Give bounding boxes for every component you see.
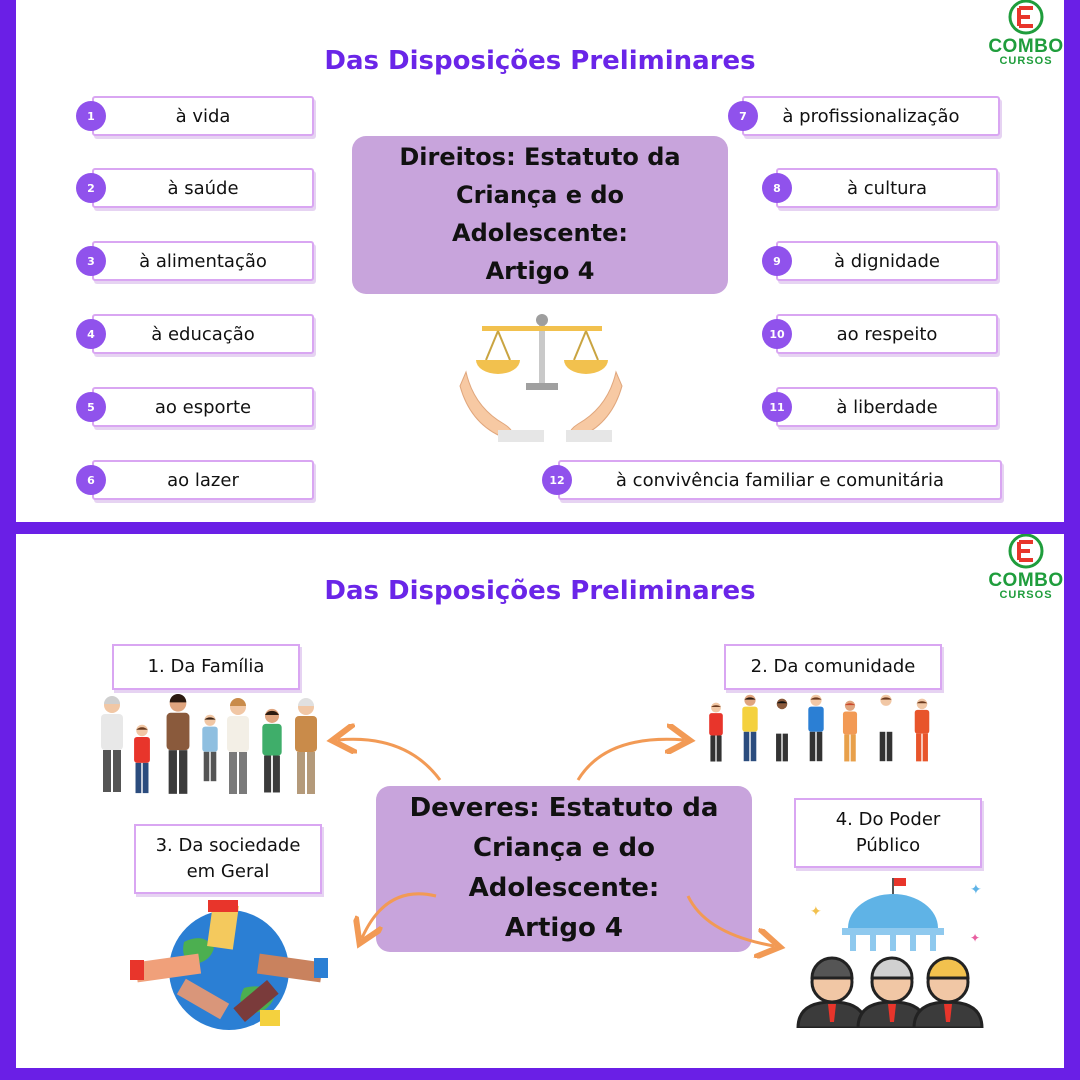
logo-e-icon bbox=[1008, 534, 1044, 569]
title-line: Artigo 4 bbox=[485, 257, 595, 285]
duty-label: Público bbox=[855, 835, 921, 856]
svg-text:✦: ✦ bbox=[810, 904, 822, 920]
right-label: à cultura bbox=[847, 177, 927, 199]
right-item-5: ao esporte bbox=[92, 387, 314, 427]
community-people-icon bbox=[709, 694, 930, 762]
right-label: ao esporte bbox=[154, 396, 252, 418]
right-label: ao lazer bbox=[167, 469, 239, 491]
right-number-badge: 6 bbox=[76, 465, 106, 495]
right-number-badge: 1 bbox=[76, 101, 106, 131]
right-label: à convivência familiar e comunitária bbox=[615, 469, 945, 491]
right-item-4: à educação bbox=[92, 314, 314, 354]
rights-panel: Das Disposições Preliminares COMBO CURSO… bbox=[16, 0, 1064, 522]
duty-family: 1. Da Família bbox=[112, 644, 300, 690]
duty-society: 3. Da sociedade em Geral bbox=[134, 824, 322, 894]
right-label: à vida bbox=[175, 105, 231, 127]
right-label: à educação bbox=[151, 323, 255, 345]
brand-name: COMBO bbox=[988, 570, 1064, 591]
right-number-badge: 7 bbox=[728, 101, 758, 131]
title-line: Adolescente: bbox=[468, 873, 660, 903]
right-number-badge: 5 bbox=[76, 392, 106, 422]
duty-label: 2. Da comunidade bbox=[750, 656, 916, 677]
duties-center-title: Deveres: Estatuto da Criança e do Adoles… bbox=[376, 786, 752, 952]
right-label: à liberdade bbox=[836, 396, 938, 418]
duty-label: em Geral bbox=[186, 861, 270, 882]
right-label: à dignidade bbox=[834, 250, 940, 272]
title-line: Adolescente: bbox=[452, 219, 628, 247]
arrows-layer bbox=[16, 534, 1064, 1068]
right-number-badge: 4 bbox=[76, 319, 106, 349]
right-number-badge: 8 bbox=[762, 173, 792, 203]
right-item-10: ao respeito bbox=[776, 314, 998, 354]
scales-in-hands-icon bbox=[459, 314, 623, 442]
title-line: Artigo 4 bbox=[505, 913, 623, 943]
right-item-1: à vida bbox=[92, 96, 314, 136]
family-group-icon bbox=[101, 694, 317, 794]
page-title: Das Disposições Preliminares bbox=[324, 46, 756, 76]
title-line: Direitos: Estatuto da bbox=[399, 143, 681, 171]
right-item-8: à cultura bbox=[776, 168, 998, 208]
government-building-icon: ✦ ✦ ✦ bbox=[796, 878, 984, 1028]
right-number-badge: 2 bbox=[76, 173, 106, 203]
right-label: à alimentação bbox=[139, 250, 267, 272]
brand-logo-bottom: COMBO CURSOS bbox=[976, 534, 1076, 618]
right-item-12: à convivência familiar e comunitária bbox=[558, 460, 1002, 500]
duty-label: 1. Da Família bbox=[147, 656, 265, 677]
brand-logo: COMBO CURSOS bbox=[976, 0, 1076, 84]
right-item-3: à alimentação bbox=[92, 241, 314, 281]
brand-sub: CURSOS bbox=[999, 589, 1053, 601]
duty-label: 3. Da sociedade bbox=[155, 835, 301, 856]
svg-text:✦: ✦ bbox=[970, 882, 982, 898]
right-number-badge: 10 bbox=[762, 319, 792, 349]
duty-public-power: 4. Do Poder Público bbox=[794, 798, 982, 868]
right-label: ao respeito bbox=[836, 323, 938, 345]
rights-center-title: Direitos: Estatuto da Criança e do Adole… bbox=[352, 136, 728, 294]
right-number-badge: 9 bbox=[762, 246, 792, 276]
duties-panel: Das Disposições Preliminares COMBO CURSO… bbox=[16, 534, 1064, 1068]
arrow-to-family bbox=[338, 739, 442, 781]
title-line: Criança e do bbox=[472, 833, 656, 863]
right-number-badge: 11 bbox=[762, 392, 792, 422]
right-item-7: à profissionalização bbox=[742, 96, 1000, 136]
arrow-to-society bbox=[362, 892, 437, 938]
brand-sub: CURSOS bbox=[999, 55, 1053, 67]
right-label: à saúde bbox=[167, 177, 239, 199]
right-item-9: à dignidade bbox=[776, 241, 998, 281]
right-number-badge: 12 bbox=[542, 465, 572, 495]
logo-e-icon bbox=[1008, 0, 1044, 35]
duty-community: 2. Da comunidade bbox=[724, 644, 942, 690]
arrow-to-public bbox=[686, 895, 774, 946]
right-number-badge: 3 bbox=[76, 246, 106, 276]
title-line: Criança e do bbox=[455, 181, 625, 209]
svg-text:✦: ✦ bbox=[970, 931, 980, 945]
title-line: Deveres: Estatuto da bbox=[409, 793, 719, 823]
right-label: à profissionalização bbox=[782, 105, 960, 127]
right-item-11: à liberdade bbox=[776, 387, 998, 427]
brand-name: COMBO bbox=[988, 36, 1064, 57]
duty-label: 4. Do Poder bbox=[835, 809, 941, 830]
page-title-bottom: Das Disposições Preliminares bbox=[324, 576, 756, 606]
globe-hands-icon bbox=[130, 900, 328, 1030]
right-item-2: à saúde bbox=[92, 168, 314, 208]
right-item-6: ao lazer bbox=[92, 460, 314, 500]
arrow-to-community bbox=[576, 739, 684, 781]
